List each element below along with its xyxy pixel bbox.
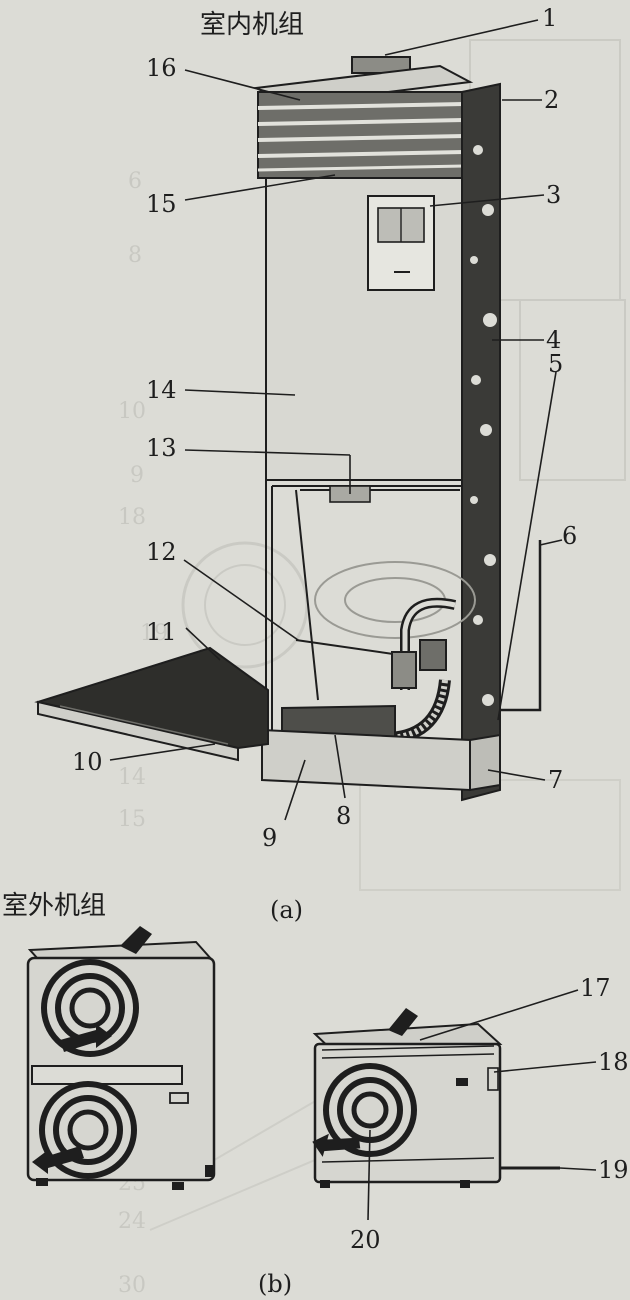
outdoor-side-panel — [487, 1067, 499, 1091]
svg-text:18: 18 — [118, 505, 146, 530]
part-label-16: 16 — [146, 54, 177, 82]
part-label-3: 3 — [546, 181, 561, 209]
svg-text:24: 24 — [118, 1209, 146, 1234]
svg-text:14: 14 — [118, 765, 146, 790]
part-label-11: 11 — [146, 618, 177, 646]
indoor-base — [261, 728, 471, 792]
indoor-unit-title: 室内机组 — [200, 10, 304, 40]
caption-b: (b) — [258, 1270, 292, 1298]
outdoor-lower-fan-grille — [39, 1081, 137, 1179]
part-label-13: 13 — [146, 434, 177, 462]
svg-text:15: 15 — [118, 807, 146, 832]
part-label-7: 7 — [548, 766, 563, 794]
background-ghost-figure: 6 8 10 9 18 19 14 15 32 25 24 30 — [118, 39, 626, 1298]
part-label-17: 17 — [580, 974, 611, 1002]
air-exhaust-arrow-icon — [32, 1146, 84, 1174]
indoor-unit — [34, 56, 542, 802]
part-label-2: 2 — [544, 86, 559, 114]
part-label-8: 8 — [336, 802, 351, 830]
indoor-valve-assembly — [391, 597, 457, 690]
part-label-19: 19 — [598, 1156, 629, 1184]
svg-text:30: 30 — [118, 1273, 146, 1298]
svg-text:10: 10 — [118, 399, 146, 424]
indoor-air-outlet-louvers — [257, 91, 465, 179]
part-label-10: 10 — [72, 748, 103, 776]
air-exhaust-arrow-icon — [60, 1024, 112, 1052]
part-label-18: 18 — [598, 1048, 629, 1076]
part-label-9: 9 — [262, 824, 277, 852]
indoor-side-refrigerant-pipes — [461, 82, 501, 802]
svg-text:9: 9 — [130, 463, 144, 488]
caption-a: (a) — [270, 896, 303, 924]
outdoor-unit-large — [26, 926, 216, 1190]
indoor-evaporator-coil-tray — [34, 646, 269, 762]
indoor-control-panel — [367, 195, 435, 291]
air-intake-arrow-icon — [120, 926, 152, 954]
svg-text:8: 8 — [128, 243, 142, 268]
svg-text:19: 19 — [140, 621, 168, 646]
air-exhaust-arrow-icon — [312, 1133, 361, 1157]
outdoor-unit-title: 室外机组 — [2, 891, 106, 921]
part-label-15: 15 — [146, 190, 177, 218]
part-label-4: 4 — [546, 326, 561, 354]
indoor-cross-bar — [295, 639, 401, 656]
part-label-12: 12 — [146, 538, 177, 566]
part-label-14: 14 — [146, 376, 177, 404]
indoor-external-pipe — [500, 540, 542, 712]
part-label-20: 20 — [350, 1226, 381, 1254]
air-intake-arrow-icon — [388, 1008, 418, 1036]
leader-lines — [109, 19, 597, 1221]
part-label-5: 5 — [548, 350, 563, 378]
part-label-6: 6 — [562, 522, 577, 550]
part-label-1: 1 — [542, 4, 557, 32]
svg-text:6: 6 — [128, 169, 142, 194]
